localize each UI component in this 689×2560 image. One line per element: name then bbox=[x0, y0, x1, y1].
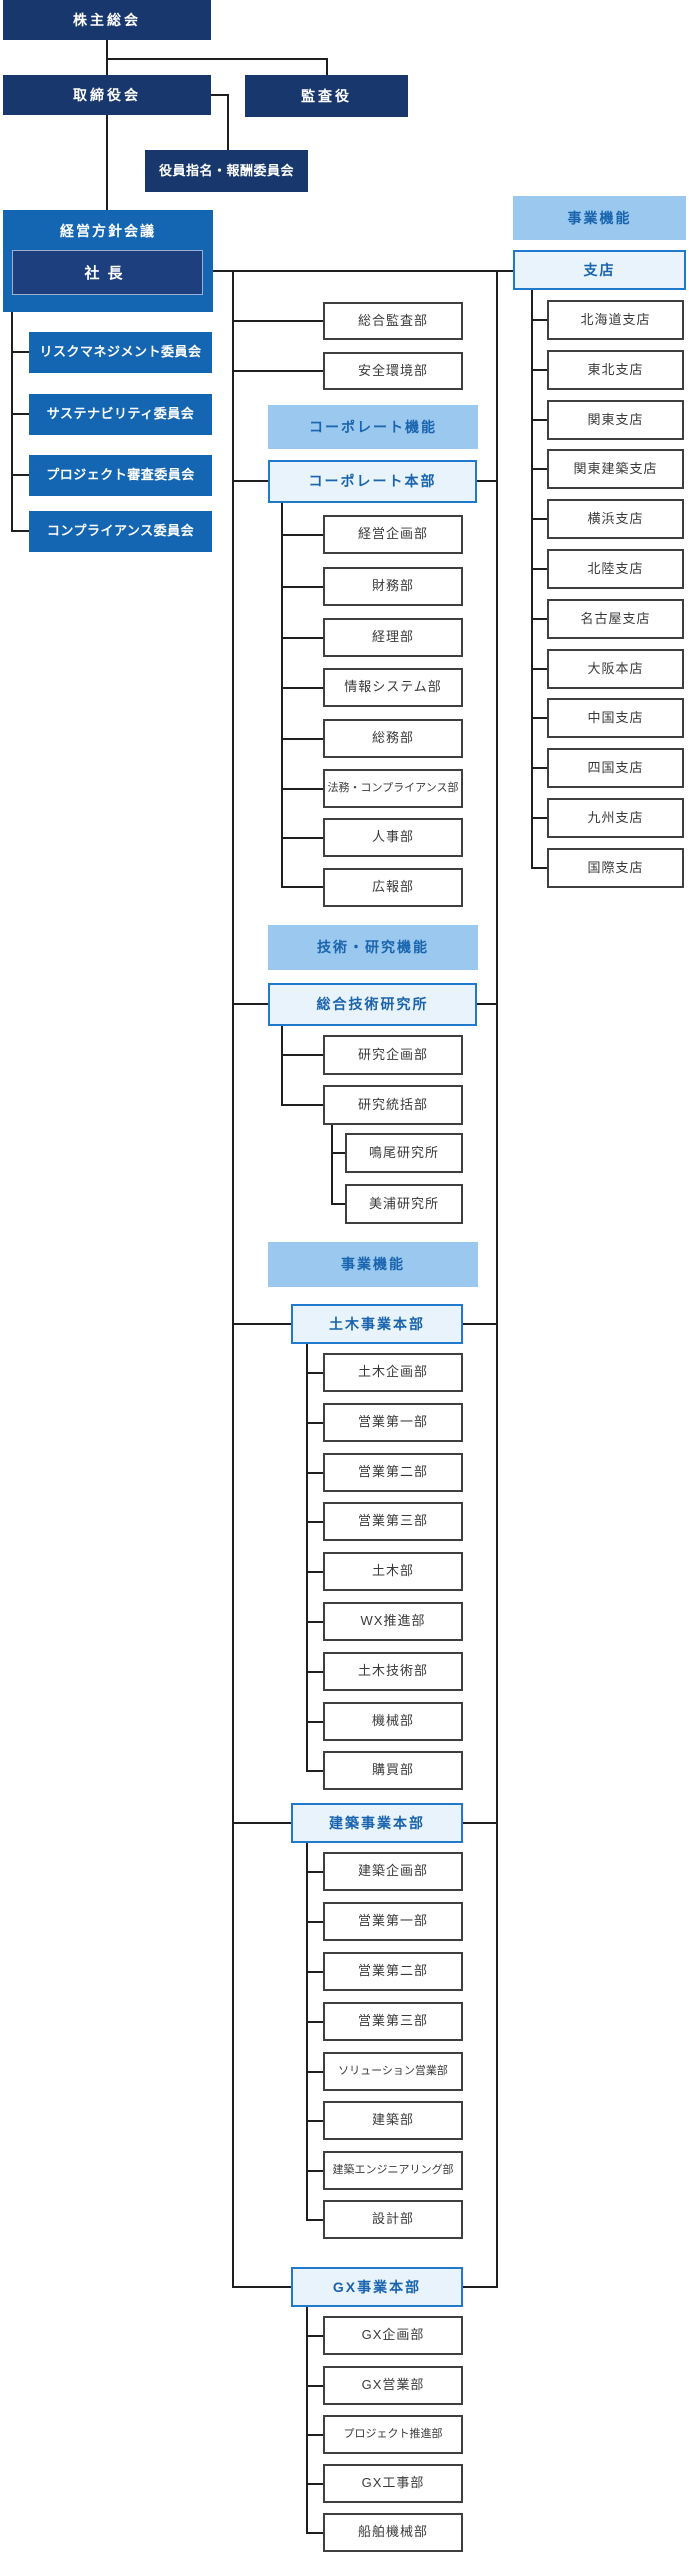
arch-dept-solution-sales: ソリューション営業部 bbox=[323, 2052, 463, 2091]
node-auditors: 監査役 bbox=[245, 75, 408, 117]
arch-dept-sales-2: 営業第二部 bbox=[323, 1952, 463, 1991]
branch-yokohama: 横浜支店 bbox=[547, 499, 684, 539]
node-board-of-directors: 取締役会 bbox=[3, 75, 211, 115]
node-gx-division: GX事業本部 bbox=[291, 2267, 463, 2307]
civil-dept-procurement: 購買部 bbox=[323, 1751, 463, 1790]
node-corporate-hq: コーポレート本部 bbox=[268, 460, 477, 503]
node-research-institute: 総合技術研究所 bbox=[268, 983, 477, 1026]
dept-finance: 財務部 bbox=[323, 567, 463, 606]
civil-dept-technology: 土木技術部 bbox=[323, 1652, 463, 1691]
gx-dept-planning: GX企画部 bbox=[323, 2316, 463, 2355]
dept-information-systems: 情報システム部 bbox=[323, 668, 463, 707]
arch-dept-design: 設計部 bbox=[323, 2200, 463, 2239]
gx-dept-sales: GX営業部 bbox=[323, 2366, 463, 2405]
node-architecture-division: 建築事業本部 bbox=[291, 1803, 463, 1843]
branch-tohoku: 東北支店 bbox=[547, 350, 684, 390]
arch-dept-sales-1: 営業第一部 bbox=[323, 1902, 463, 1941]
header-tech-research-functions: 技術・研究機能 bbox=[268, 925, 478, 970]
branch-hokuriku: 北陸支店 bbox=[547, 549, 684, 589]
header-business-functions: 事業機能 bbox=[268, 1242, 478, 1287]
branch-kyushu: 九州支店 bbox=[547, 798, 684, 838]
committee-sustainability: サステナビリティ委員会 bbox=[29, 394, 212, 435]
dept-safety-environment: 安全環境部 bbox=[323, 352, 463, 390]
civil-dept-machinery: 機械部 bbox=[323, 1702, 463, 1741]
arch-dept-sales-3: 営業第三部 bbox=[323, 2002, 463, 2041]
branch-osaka-main: 大阪本店 bbox=[547, 649, 684, 689]
civil-dept-civil: 土木部 bbox=[323, 1552, 463, 1591]
arch-dept-architecture: 建築部 bbox=[323, 2101, 463, 2140]
dept-general-affairs: 総務部 bbox=[323, 719, 463, 758]
arch-dept-planning: 建築企画部 bbox=[323, 1852, 463, 1891]
dept-accounting: 経理部 bbox=[323, 618, 463, 657]
lab-miura: 美浦研究所 bbox=[345, 1184, 463, 1224]
gx-dept-ship-machinery: 船舶機械部 bbox=[323, 2513, 463, 2552]
branch-hokkaido: 北海道支店 bbox=[547, 300, 684, 340]
dept-research-planning: 研究企画部 bbox=[323, 1035, 463, 1075]
header-business-functions-branches: 事業機能 bbox=[513, 196, 686, 240]
civil-dept-wx-promotion: WX推進部 bbox=[323, 1602, 463, 1641]
committee-project-review: プロジェクト審査委員会 bbox=[29, 455, 212, 496]
gx-dept-construction: GX工事部 bbox=[323, 2464, 463, 2503]
arch-dept-engineering: 建築エンジニアリング部 bbox=[323, 2151, 463, 2190]
header-corporate-functions: コーポレート機能 bbox=[268, 405, 478, 449]
node-shareholders-meeting: 株主総会 bbox=[3, 0, 211, 40]
node-branches: 支店 bbox=[513, 250, 686, 290]
committee-compliance: コンプライアンス委員会 bbox=[29, 511, 212, 552]
dept-human-resources: 人事部 bbox=[323, 818, 463, 857]
civil-dept-sales-2: 営業第二部 bbox=[323, 1453, 463, 1492]
branch-nagoya: 名古屋支店 bbox=[547, 599, 684, 639]
branch-kanto: 関東支店 bbox=[547, 400, 684, 440]
civil-dept-sales-3: 営業第三部 bbox=[323, 1502, 463, 1541]
branch-kanto-construction: 関東建築支店 bbox=[547, 449, 684, 489]
dept-research-supervision: 研究統括部 bbox=[323, 1085, 463, 1125]
node-management-policy-meeting: 経営方針会議 社長 bbox=[3, 210, 213, 312]
node-nomination-compensation-committee: 役員指名・報酬委員会 bbox=[145, 150, 308, 192]
civil-dept-sales-1: 営業第一部 bbox=[323, 1403, 463, 1442]
dept-legal-compliance: 法務・コンプライアンス部 bbox=[323, 769, 463, 808]
management-policy-meeting-label: 経営方針会議 bbox=[60, 223, 156, 239]
node-president: 社長 bbox=[12, 250, 203, 295]
branch-shikoku: 四国支店 bbox=[547, 748, 684, 788]
dept-public-relations: 広報部 bbox=[323, 868, 463, 907]
branch-chugoku: 中国支店 bbox=[547, 698, 684, 738]
node-civil-division: 土木事業本部 bbox=[291, 1304, 463, 1344]
gx-dept-project-promotion: プロジェクト推進部 bbox=[323, 2415, 463, 2454]
dept-general-audit: 総合監査部 bbox=[323, 302, 463, 340]
civil-dept-planning: 土木企画部 bbox=[323, 1353, 463, 1392]
branch-international: 国際支店 bbox=[547, 848, 684, 888]
committee-risk-management: リスクマネジメント委員会 bbox=[29, 332, 212, 373]
dept-corporate-planning: 経営企画部 bbox=[323, 515, 463, 554]
lab-naruo: 鳴尾研究所 bbox=[345, 1133, 463, 1173]
